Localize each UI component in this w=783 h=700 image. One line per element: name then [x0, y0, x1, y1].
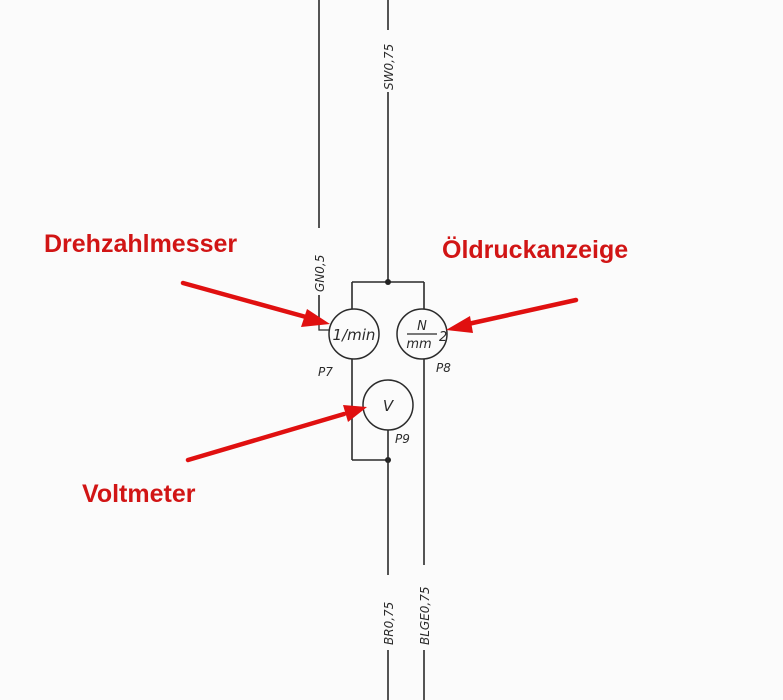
callout-voltmeter: Voltmeter: [82, 480, 196, 508]
p9-label: P9: [395, 432, 410, 446]
arrow-to-p7: [180, 280, 330, 327]
p7-unit: 1/min: [333, 326, 376, 344]
p8-numerator: N: [417, 319, 427, 334]
p8-label: P8: [436, 361, 451, 375]
callout-oeldruckanzeige: Öldruckanzeige: [442, 235, 628, 264]
arrow-to-p8: [446, 297, 579, 333]
p9-unit: V: [383, 397, 395, 415]
wire-label-blge: BLGE0,75: [418, 586, 432, 645]
wire-label-gn: GN0,5: [313, 255, 327, 292]
oil-pressure-gauge-p8: N mm 2: [396, 308, 448, 360]
p9-circle: [362, 379, 414, 431]
arrow-to-p9: [185, 405, 367, 463]
top-junction-dot: [385, 279, 391, 285]
p8-denominator: mm: [406, 337, 431, 352]
p8-exponent: 2: [439, 330, 447, 345]
p7-circle: [328, 308, 380, 360]
callout-drehzahlmesser: Drehzahlmesser: [44, 230, 237, 258]
wire-label-sw: SW0,75: [382, 44, 396, 90]
wire-label-br: BR0,75: [382, 602, 396, 645]
p7-label: P7: [318, 365, 333, 379]
tachometer-gauge-p7: 1/min: [328, 308, 380, 360]
voltmeter-gauge-p9: V: [362, 379, 414, 431]
